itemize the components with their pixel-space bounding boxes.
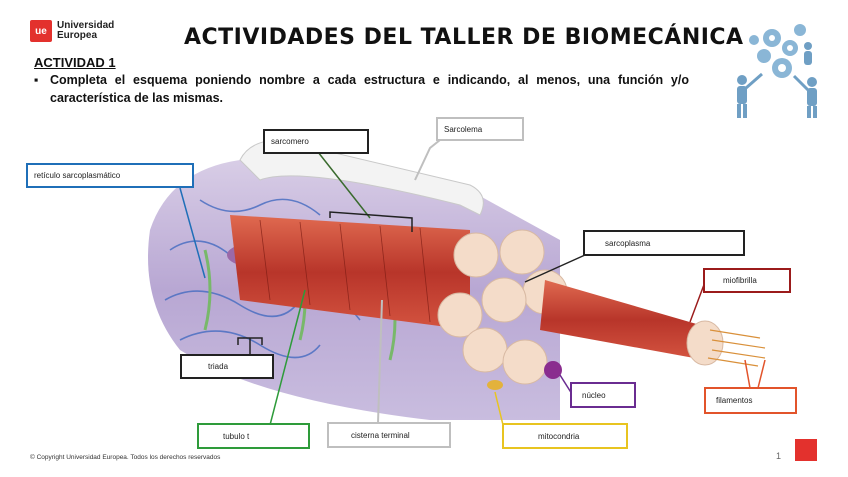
logo-line2: Europea (57, 30, 98, 41)
label-sarcolema: Sarcolema (436, 117, 524, 141)
myofibril-bundle (230, 215, 470, 330)
teamwork-gears-icon (737, 24, 817, 118)
extended-myofibril (540, 280, 712, 360)
label-miofibrilla: miofibrilla (703, 268, 791, 293)
brand-square (795, 439, 817, 461)
copyright: © Copyright Universidad Europea. Todos l… (30, 454, 221, 461)
leader-mitocondria (494, 391, 504, 426)
filament-lines (707, 329, 766, 367)
leader-sarcoplasma (524, 254, 586, 283)
logo-mark: ue (30, 20, 52, 42)
leader-miofibrilla (689, 281, 706, 323)
leader-sarcomero (317, 151, 371, 219)
leader-sarcolema (414, 139, 441, 181)
label-cisterna: cisterna terminal (327, 422, 451, 448)
leader-filamentos (744, 359, 766, 389)
logo-line1: Universidad (57, 20, 115, 31)
mitochondria-shape (487, 380, 503, 390)
leader-cisterna (377, 299, 383, 424)
logo-wordmark: Universidad Europea (57, 21, 114, 41)
label-nucleo: núcleo (570, 382, 636, 408)
label-triada: triada (180, 354, 274, 379)
page-title: ACTIVIDADES DEL TALLER DE BIOMECÁNICA (184, 25, 744, 50)
label-tubulo: tubulo t (197, 423, 310, 449)
label-mitocondria: mitocondria (502, 423, 628, 449)
bullet-icon: ▪ (34, 73, 39, 87)
label-sarcoplasma: sarcoplasma (583, 230, 745, 256)
instruction: ▪ Completa el esquema poniendo nombre a … (34, 71, 689, 107)
page-number: 1 (776, 451, 782, 461)
bracket-triada (237, 337, 263, 355)
activity-heading: ACTIVIDAD 1 (34, 55, 116, 70)
label-reticulo: retículo sarcoplasmático (26, 163, 194, 188)
bracket-sarcomero (329, 211, 413, 232)
label-sarcomero: sarcomero (263, 129, 369, 154)
instruction-text: Completa el esquema poniendo nombre a ca… (50, 73, 689, 105)
leader-reticulo (179, 187, 206, 279)
university-logo: ue Universidad Europea (30, 20, 114, 42)
label-filamentos: filamentos (704, 387, 797, 414)
leader-tubulo (269, 289, 306, 426)
nucleus-dot (544, 361, 562, 379)
